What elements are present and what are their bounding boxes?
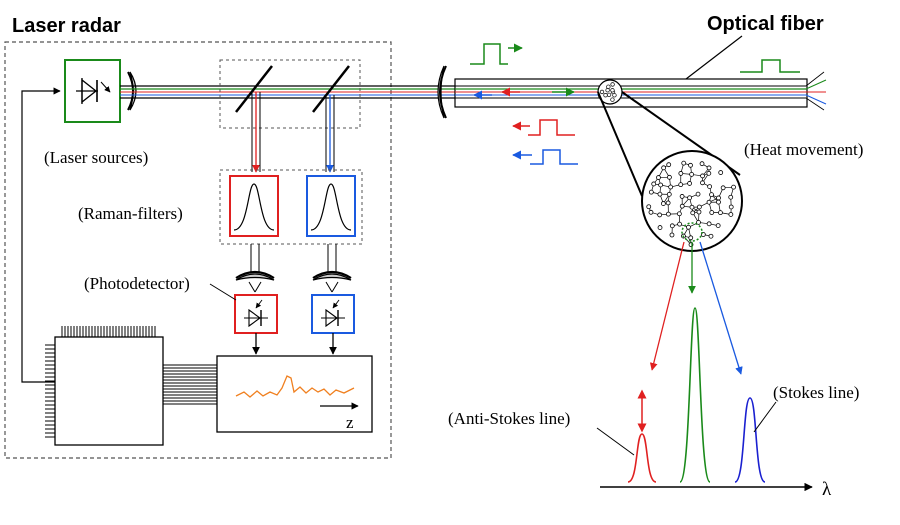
raman-filter-anti-stokes — [230, 176, 278, 236]
fiber-end-pulse — [740, 60, 800, 72]
lambda-axis-label: λ — [822, 479, 832, 500]
signal-monitor: z — [217, 356, 372, 432]
z-axis-label: z — [346, 413, 354, 432]
stokes-peak — [735, 398, 765, 482]
photodetector-anti-stokes — [235, 295, 277, 333]
laser-sources-label: (Laser sources) — [44, 148, 148, 167]
stokes-ray — [700, 242, 741, 374]
heat-movement-label: (Heat movement) — [744, 140, 863, 159]
rayleigh-peak — [680, 308, 710, 482]
molecular-lattice — [642, 151, 742, 251]
beam-path — [120, 86, 455, 98]
anti-stokes-ray — [652, 242, 684, 370]
mirror-assembly — [220, 60, 360, 128]
feedback-line — [22, 91, 60, 382]
optical-fiber-title: Optical fiber — [707, 13, 824, 35]
lens-icon — [236, 272, 274, 292]
anti-stokes-return-pulse — [528, 120, 575, 135]
laser-source-box — [65, 60, 120, 122]
lens-icon — [313, 272, 351, 292]
anti-stokes-peak — [628, 434, 656, 482]
chip-icon — [45, 326, 217, 445]
outgoing-pulse — [470, 44, 508, 64]
raman-filter-stokes — [307, 176, 355, 236]
stokes-return-pulse — [530, 150, 578, 164]
raman-filters-label: (Raman-filters) — [78, 204, 183, 223]
photodetector-label: (Photodetector) — [84, 274, 190, 293]
anti-stokes-label: (Anti-Stokes line) — [448, 409, 570, 428]
photodetector-stokes — [312, 295, 354, 333]
stokes-label: (Stokes line) — [773, 383, 859, 402]
laser-radar-title: Laser radar — [12, 15, 121, 37]
